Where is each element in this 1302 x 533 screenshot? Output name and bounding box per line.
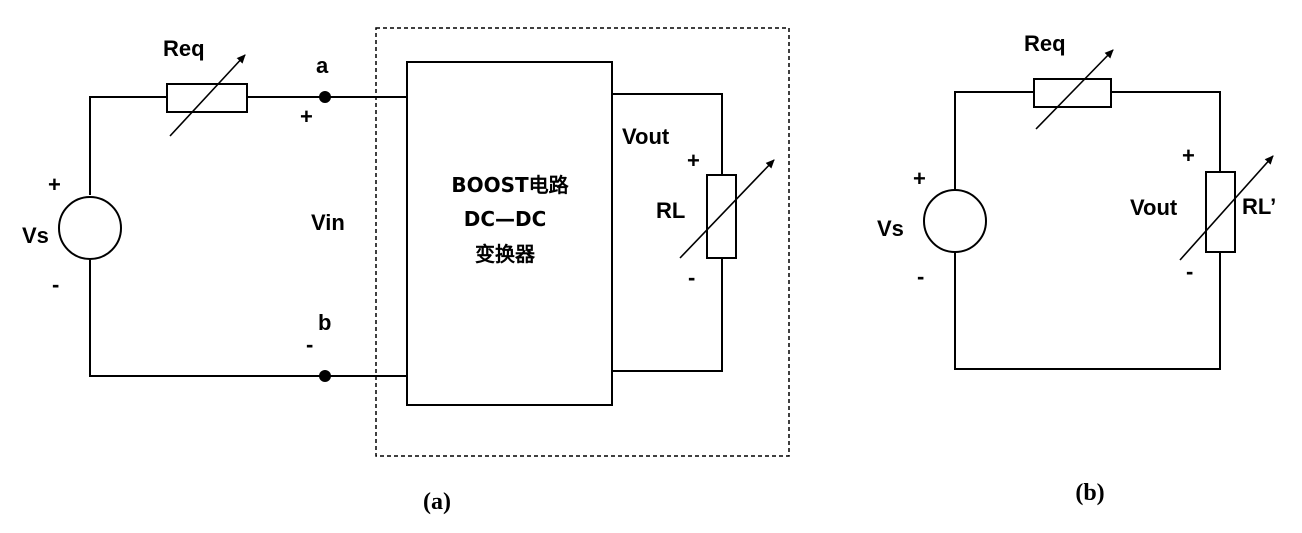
input-minus-sign: - [306,332,313,357]
wiring-b [954,91,1221,370]
resistor-req-label: Req [163,36,205,61]
converter-line-2: DC—DC [464,207,547,231]
source-b-minus-sign: - [917,264,924,289]
diagram-a: Vs + - Req a b + - Vin BOOST电路 DC—DC 变换器… [22,27,790,515]
diagram-b: Vs + - Req RL’ Vout + - (b) [877,31,1276,506]
vin-label: Vin [311,210,345,235]
converter-boundary [375,27,790,457]
node-b-label: b [318,310,331,335]
caption-b: (b) [1075,480,1104,506]
resistor-req-b-label: Req [1024,31,1066,56]
load-rl-prime-label: RL’ [1242,194,1276,219]
vout-label: Vout [622,124,670,149]
wiring-a [89,93,723,377]
node-a-label: a [316,53,329,78]
source-b-plus-sign: + [913,166,926,191]
output-plus-sign: + [687,148,700,173]
node-a-dot [319,91,331,103]
input-plus-sign: + [300,104,313,129]
converter-line-1: BOOST电路 [451,173,569,197]
variable-resistor-req-icon [166,54,248,137]
vout-b-label: Vout [1130,195,1178,220]
variable-resistor-req-b-icon [1033,49,1114,130]
output-b-plus-sign: + [1182,143,1195,168]
output-b-minus-sign: - [1186,259,1193,284]
caption-a: (a) [423,489,451,515]
output-minus-sign: - [688,265,695,290]
source-label: Vs [22,223,49,248]
voltage-source-b-icon [923,189,987,253]
converter-line-3: 变换器 [475,242,536,266]
source-minus-sign: - [52,272,59,297]
boost-converter-block [406,61,613,406]
source-plus-sign: + [48,172,61,197]
variable-load-rl-prime-icon [1179,155,1274,261]
variable-load-rl-icon [679,159,775,259]
node-b-dot [319,370,331,382]
load-rl-label: RL [656,198,685,223]
voltage-source-icon [58,196,122,260]
source-b-label: Vs [877,216,904,241]
